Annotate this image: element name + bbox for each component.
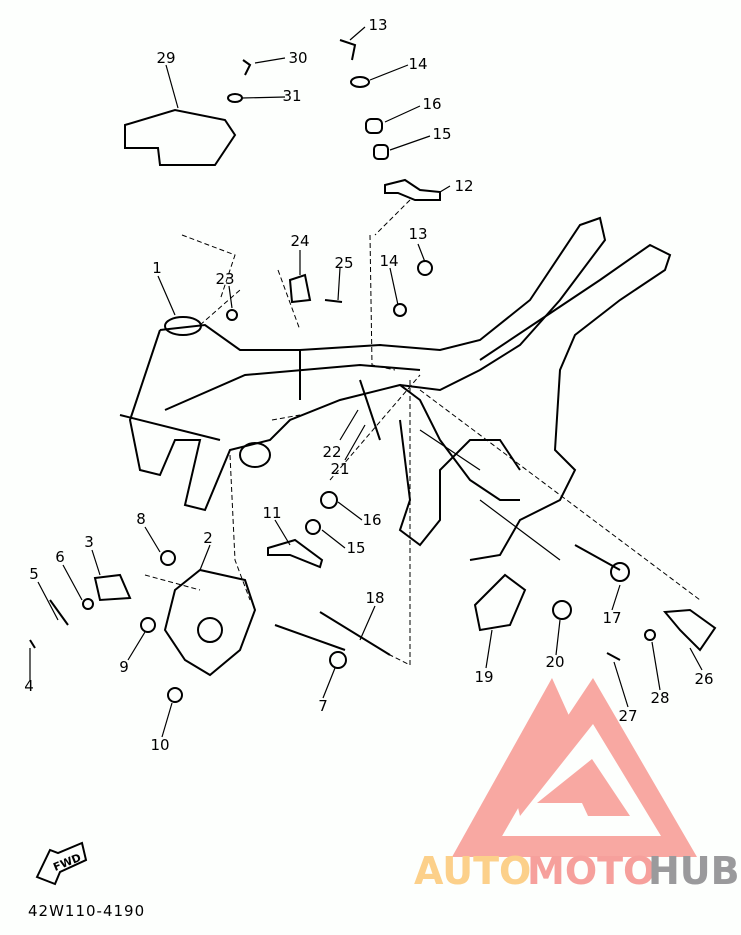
callout-4: 4 (24, 677, 34, 695)
collar-15-low (305, 519, 321, 535)
callout-18: 18 (365, 589, 384, 607)
bolt-30 (242, 59, 252, 76)
diagram-code: 42W110-4190 (28, 902, 146, 920)
callout-11: 11 (262, 504, 281, 522)
nut-9 (140, 617, 156, 633)
watermark-auto: AUTO (414, 849, 531, 893)
bolt-13-mid (417, 260, 433, 276)
bolt-23 (226, 309, 238, 321)
callout-9: 9 (119, 658, 129, 676)
washer-14-top (350, 76, 370, 88)
callout-31: 31 (282, 87, 301, 105)
callout-20: 20 (545, 653, 564, 671)
collar-16-low (320, 491, 338, 509)
bolt-27 (606, 652, 621, 661)
nut-14-mid (393, 303, 407, 317)
nut-10 (167, 687, 183, 703)
callout-19: 19 (474, 668, 493, 686)
callout-3: 3 (84, 533, 94, 551)
bracket-11 (267, 538, 324, 569)
callout-26: 26 (694, 670, 713, 688)
engine-mount-2 (163, 568, 257, 677)
bolt-18 (319, 611, 391, 656)
callout-13: 13 (408, 225, 427, 243)
bracket-19 (473, 573, 527, 632)
callout-5: 5 (29, 565, 39, 583)
callout-21: 21 (330, 460, 349, 478)
callout-15: 15 (346, 539, 365, 557)
callout-16: 16 (362, 511, 381, 529)
callout-labels: 13 30 29 14 31 16 15 12 24 13 25 14 1 23… (24, 16, 713, 754)
clamp-24 (288, 273, 312, 304)
watermark-logo (452, 678, 697, 857)
callout-14: 14 (379, 252, 398, 270)
bolt-7 (274, 624, 346, 651)
washer-6 (82, 598, 94, 610)
callout-25: 25 (334, 254, 353, 272)
cover-29 (124, 108, 237, 166)
nut-8 (160, 550, 176, 566)
fwd-arrow-icon: FWD (35, 841, 88, 886)
callout-8: 8 (136, 510, 146, 528)
bolt-13-top (339, 39, 357, 61)
nut-20 (552, 600, 572, 620)
main-frame (119, 216, 672, 561)
callout-2: 2 (203, 529, 213, 547)
callout-27: 27 (618, 707, 637, 725)
callout-23: 23 (215, 270, 234, 288)
washer-31 (227, 93, 243, 103)
watermark-hub: HUB (648, 849, 740, 893)
callout-12: 12 (454, 177, 473, 195)
bolt-4 (29, 639, 36, 649)
fwd-label: FWD (51, 851, 83, 874)
callout-28: 28 (650, 689, 669, 707)
callout-6: 6 (55, 548, 65, 566)
callout-29: 29 (156, 49, 175, 67)
leader-lines (29, 26, 703, 738)
bracket-26 (662, 608, 717, 652)
bolt-5 (49, 599, 69, 626)
bolt-25 (324, 299, 343, 303)
bracket-12 (384, 178, 441, 201)
collar-16-top (365, 118, 383, 134)
callout-24: 24 (290, 232, 309, 250)
callout-16: 16 (422, 95, 441, 113)
washer-28 (644, 629, 656, 641)
callout-17: 17 (602, 609, 621, 627)
callout-1: 1 (152, 259, 162, 277)
collar-15-top (373, 144, 389, 160)
callout-13: 13 (368, 16, 387, 34)
callout-7: 7 (318, 697, 328, 715)
callout-10: 10 (150, 736, 169, 754)
watermark-text: AUTO MOTO HUB (414, 849, 740, 893)
callout-15: 15 (432, 125, 451, 143)
callout-30: 30 (288, 49, 307, 67)
watermark-moto: MOTO (527, 849, 655, 893)
callout-22: 22 (322, 443, 341, 461)
bracket-3 (93, 573, 132, 602)
small-parts (29, 39, 717, 703)
callout-14: 14 (408, 55, 427, 73)
